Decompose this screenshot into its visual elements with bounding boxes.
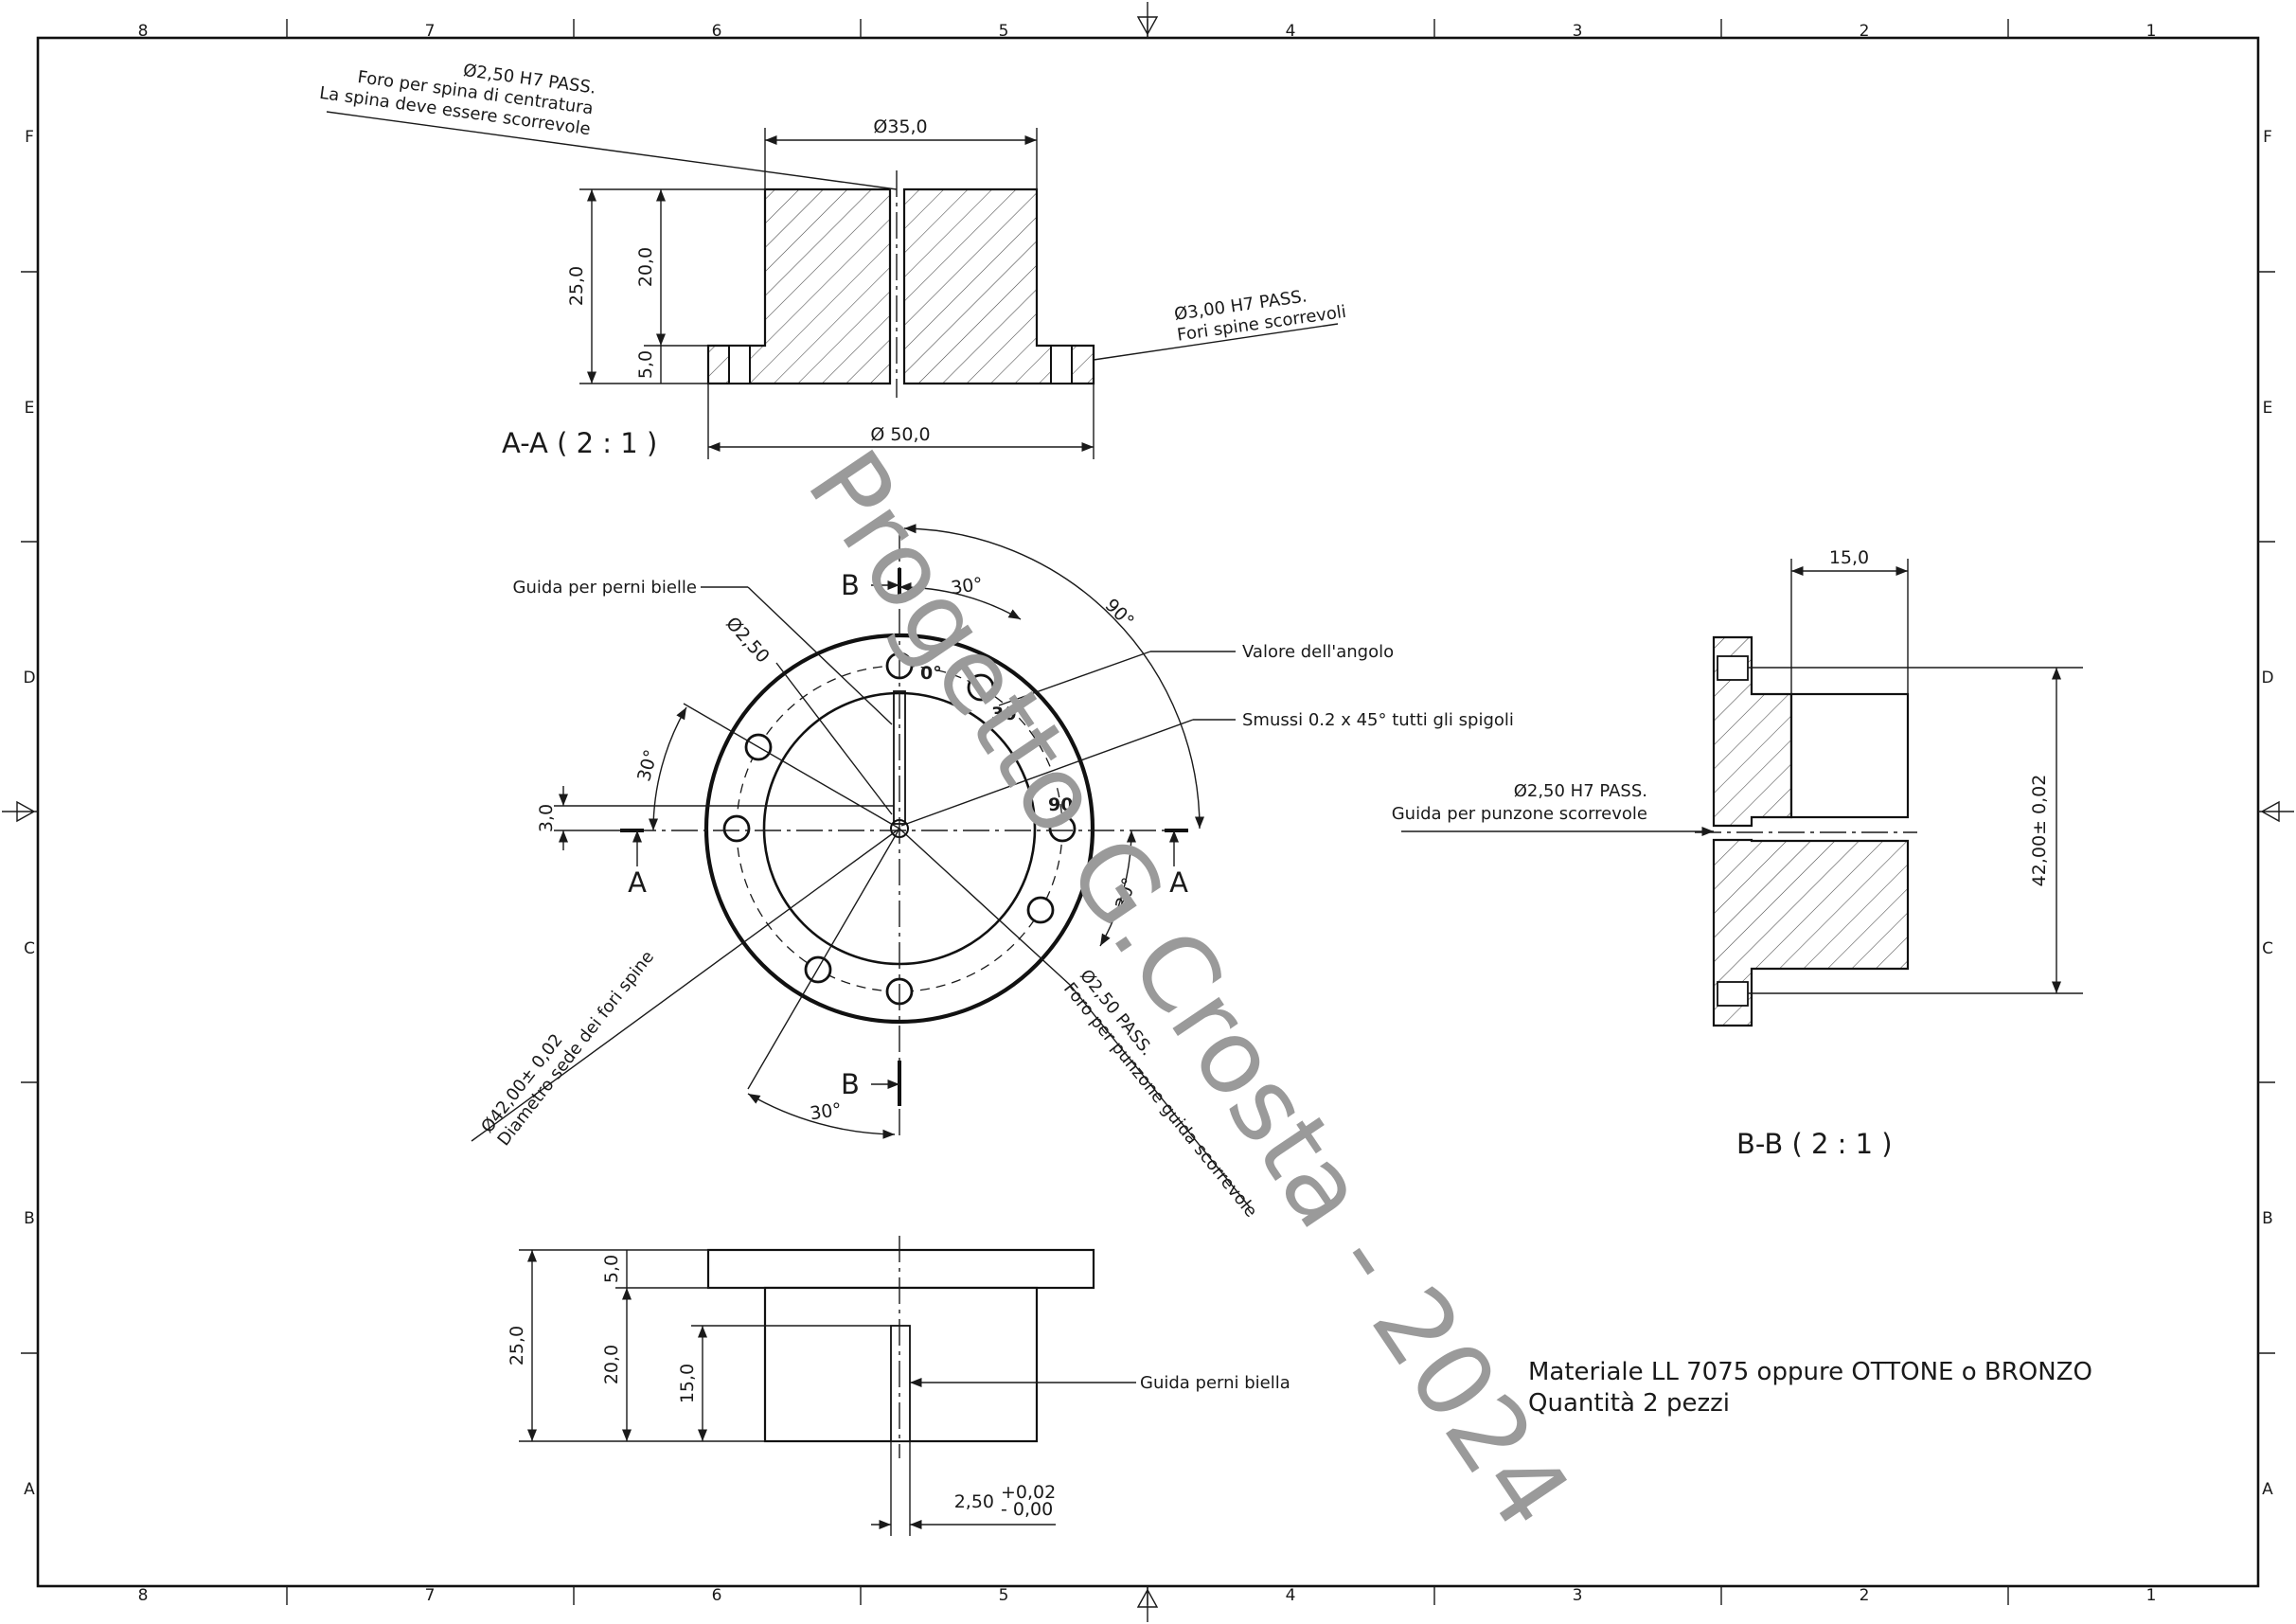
row-letter: A (2262, 1480, 2273, 1499)
slot-width-tol-minus: - 0,00 (1001, 1499, 1053, 1520)
angle-value-label: Valore dell'angolo (1242, 642, 1394, 662)
column-number: 1 (2146, 22, 2157, 41)
column-number: 7 (425, 1586, 436, 1605)
column-number: 6 (712, 1586, 722, 1605)
section-bb-pin-hole (1717, 981, 1749, 1007)
side-view: 25,0 5,0 20,0 15,0 2,50 +0,02 - 0,00 Gui… (507, 1236, 1290, 1536)
row-letter: C (24, 939, 35, 958)
side-height-total: 25,0 (507, 1326, 527, 1365)
section-bb-title: B-B ( 2 : 1 ) (1736, 1128, 1893, 1160)
slot-width-tol-plus: +0,02 (1001, 1482, 1056, 1503)
pin-hole (722, 814, 751, 843)
section-bb-lower-half (1712, 838, 1910, 1027)
row-letter: D (23, 669, 35, 687)
column-number: 4 (1286, 1586, 1296, 1605)
column-numbers: 8 7 6 5 4 3 2 1 8 7 6 5 4 3 2 1 (138, 22, 2157, 1605)
angle-label-90: 90° (1101, 595, 1138, 632)
note-line: Diametro sede dei fori spine (494, 947, 659, 1150)
note-line: Ø2,50 H7 PASS. (1514, 781, 1647, 801)
chamfer-note: Smussi 0.2 x 45° tutti gli spigoli (1242, 710, 1514, 730)
section-label-b-bottom: B (841, 1068, 860, 1100)
column-number: 3 (1573, 1586, 1583, 1605)
section-label-b-top: B (841, 569, 860, 601)
column-number: 5 (999, 1586, 1009, 1605)
section-aa-height-flange: 5,0 (635, 350, 656, 379)
section-aa-view: Ø35,0 Ø 50,0 25,0 20,0 5,0 Ø2,50 H7 PASS… (318, 61, 1347, 459)
note-line: Guida per punzone scorrevole (1392, 804, 1647, 824)
row-letter: E (2263, 399, 2273, 418)
column-number: 2 (1860, 22, 1870, 41)
column-number: 2 (1860, 1586, 1870, 1605)
row-letter: F (2263, 128, 2272, 147)
column-number: 5 (999, 22, 1009, 41)
side-flange (706, 1248, 1095, 1290)
section-label-a-left: A (628, 866, 647, 899)
guide-pins-label: Guida per perni bielle (513, 578, 697, 598)
section-bb-view: 15,0 42,00± 0,02 Ø2,50 H7 PASS. Guida pe… (1392, 547, 2083, 1160)
section-aa-height-total: 25,0 (566, 266, 587, 306)
section-bb-height: 42,00± 0,02 (2029, 775, 2050, 887)
angle-label-30: 30° (633, 747, 662, 783)
angle-arc-30-left (648, 706, 687, 831)
angle-label-30: 30° (809, 1099, 843, 1124)
section-aa-title: A-A ( 2 : 1 ) (502, 427, 657, 459)
angle-arc-90 (903, 524, 1205, 830)
row-letter: A (24, 1480, 35, 1499)
pin-circle-diameter-note: Ø42,00± 0,02 Diametro sede dei fori spin… (477, 947, 659, 1150)
angle-mark-0: 0° (920, 663, 942, 684)
angle-mark-90: 90° (1048, 794, 1082, 815)
angle-label-30: 30° (950, 574, 984, 598)
row-letter: F (25, 128, 34, 147)
section-aa-pin-hole-left (728, 345, 751, 384)
row-letters: F E D C B A F E D C B A (23, 128, 2273, 1499)
column-number: 8 (138, 1586, 149, 1605)
row-letter: B (2262, 1209, 2273, 1228)
section-aa-height-body: 20,0 (635, 247, 656, 287)
column-number: 6 (712, 22, 722, 41)
quantity-note: Quantità 2 pezzi (1528, 1389, 1730, 1418)
side-height-slot: 15,0 (677, 1364, 698, 1403)
slot-diameter-label: Ø2,50 (721, 613, 774, 667)
column-number: 4 (1286, 22, 1296, 41)
column-number: 3 (1573, 22, 1583, 41)
section-aa-dia-bottom: Ø 50,0 (870, 424, 930, 445)
material-note: Materiale LL 7075 oppure OTTONE o BRONZO (1528, 1358, 2092, 1386)
column-number: 8 (138, 22, 149, 41)
section-bb-pin-hole (1717, 655, 1749, 681)
side-height-flange: 5,0 (601, 1255, 622, 1283)
section-bb-width: 15,0 (1829, 547, 1869, 568)
side-height-body: 20,0 (601, 1345, 622, 1384)
section-aa-pin-hole-right (1050, 345, 1073, 384)
row-letter: E (25, 399, 35, 418)
column-number: 1 (2146, 1586, 2157, 1605)
slot-width-value: 2,50 (954, 1491, 994, 1512)
section-aa-pin-note: Ø2,50 H7 PASS. Foro per spina di centrat… (318, 61, 597, 139)
leader-line (1093, 323, 1339, 361)
section-label-a-right: A (1169, 866, 1188, 899)
side-guide-label: Guida perni biella (1140, 1373, 1290, 1393)
side-slot (890, 1325, 911, 1442)
column-number: 7 (425, 22, 436, 41)
section-bb-bore (1789, 692, 1910, 819)
frame-border (36, 36, 2260, 1588)
section-aa-dia-top: Ø35,0 (873, 116, 927, 137)
general-notes: Materiale LL 7075 oppure OTTONE o BRONZO… (1528, 1358, 2092, 1418)
angle-arc-30-bottom (747, 1093, 896, 1139)
row-letter: C (2262, 939, 2273, 958)
angle-arc-30-right (1099, 830, 1136, 947)
pin-hole (1026, 896, 1055, 924)
offset-dimension: 3,0 (536, 804, 557, 832)
leader-line (326, 111, 898, 190)
angle-mark-30: 30° (991, 704, 1025, 724)
row-letter: D (2261, 669, 2273, 687)
row-letter: B (24, 1209, 35, 1228)
